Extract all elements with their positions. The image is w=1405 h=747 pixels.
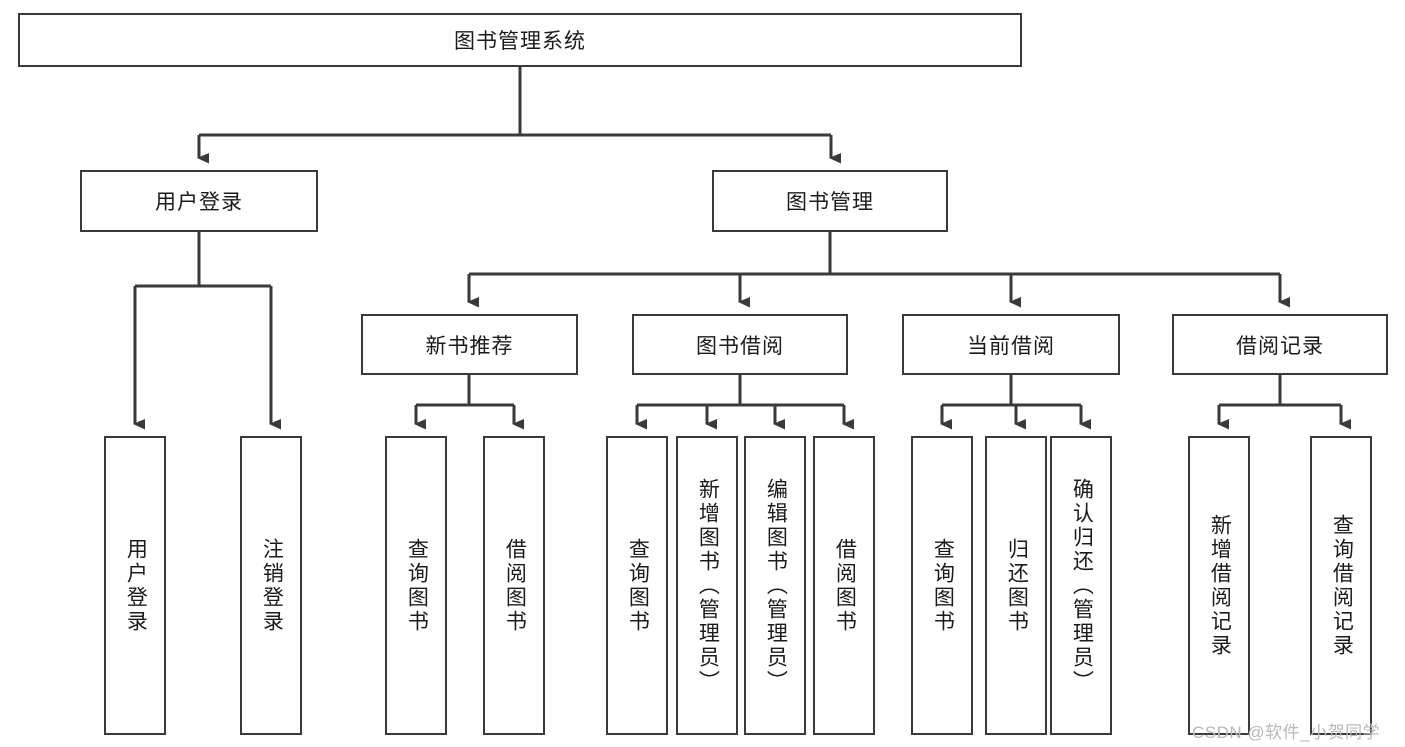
node-label: 借阅图书 <box>833 537 857 634</box>
node-label: 借阅记录 <box>1236 334 1324 358</box>
node-label: 新书推荐 <box>425 334 514 358</box>
node-leaf-confirm-return-admin[interactable]: 确认归还（管理员） <box>1050 436 1112 735</box>
node-label: 借阅图书 <box>503 537 527 634</box>
node-level3-new-book-recommend[interactable]: 新书推荐 <box>361 314 578 375</box>
node-leaf-borrow-book-recommend[interactable]: 借阅图书 <box>483 436 545 735</box>
node-label: 查询借阅记录 <box>1330 513 1354 658</box>
node-label: 归还图书 <box>1005 537 1029 634</box>
node-label: 查询图书 <box>405 537 429 634</box>
node-root-label: 图书管理系统 <box>454 30 586 53</box>
node-label: 新增借阅记录 <box>1208 513 1232 658</box>
node-level3-book-borrow[interactable]: 图书借阅 <box>632 314 848 375</box>
node-label: 编辑图书（管理员） <box>764 477 788 694</box>
node-level3-borrow-record[interactable]: 借阅记录 <box>1172 314 1388 375</box>
node-label: 查询图书 <box>931 537 955 634</box>
node-label: 用户登录 <box>124 537 148 634</box>
node-level2-user-login[interactable]: 用户登录 <box>80 170 318 232</box>
node-root[interactable]: 图书管理系统 <box>18 13 1022 67</box>
node-leaf-add-book-admin[interactable]: 新增图书（管理员） <box>676 436 738 735</box>
node-leaf-query-borrow-record[interactable]: 查询借阅记录 <box>1310 436 1372 735</box>
node-label: 注销登录 <box>260 537 284 634</box>
node-leaf-user-login[interactable]: 用户登录 <box>104 436 166 735</box>
node-label: 查询图书 <box>626 537 650 634</box>
csdn-watermark: CSDN @软件_小贺同学 <box>1192 723 1381 742</box>
node-leaf-query-book-borrow[interactable]: 查询图书 <box>606 436 668 735</box>
node-leaf-query-book-recommend[interactable]: 查询图书 <box>385 436 447 735</box>
node-leaf-logout-login[interactable]: 注销登录 <box>240 436 302 735</box>
node-label: 新增图书（管理员） <box>696 477 720 694</box>
node-leaf-add-borrow-record[interactable]: 新增借阅记录 <box>1188 436 1250 735</box>
node-leaf-edit-book-admin[interactable]: 编辑图书（管理员） <box>744 436 806 735</box>
node-leaf-borrow-book[interactable]: 借阅图书 <box>813 436 875 735</box>
node-leaf-return-book[interactable]: 归还图书 <box>985 436 1047 735</box>
node-leaf-query-book-current[interactable]: 查询图书 <box>911 436 973 735</box>
node-label: 用户登录 <box>155 191 243 214</box>
node-level2-book-management[interactable]: 图书管理 <box>712 170 948 232</box>
node-level3-current-borrow[interactable]: 当前借阅 <box>902 314 1120 375</box>
node-label: 图书管理 <box>786 191 874 214</box>
node-label: 当前借阅 <box>967 334 1055 358</box>
node-label: 确认归还（管理员） <box>1070 477 1094 694</box>
node-label: 图书借阅 <box>696 334 784 358</box>
